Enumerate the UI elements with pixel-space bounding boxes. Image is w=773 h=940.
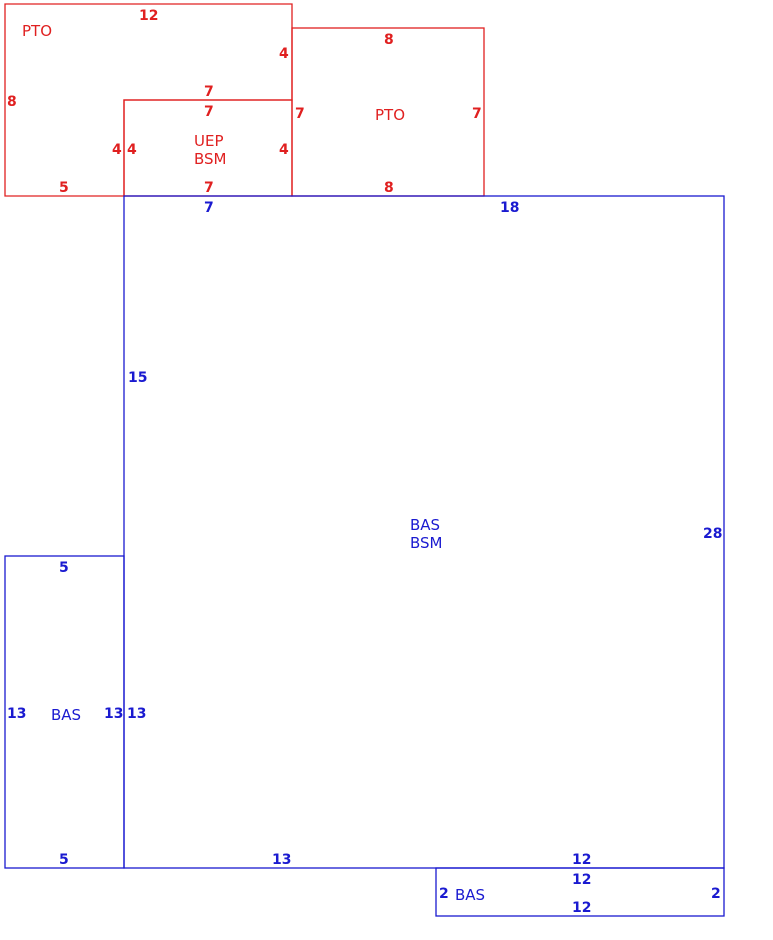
pto-left-top-dimension: 12 xyxy=(139,8,158,24)
pto-right-left-dimension: 7 xyxy=(295,106,305,122)
bas-main-outline xyxy=(123,195,725,869)
pto-left-step-left-dimension: 4 xyxy=(112,142,122,158)
pto-left-left-dimension: 8 xyxy=(7,94,17,110)
bas-bottom-outline xyxy=(435,867,725,917)
bas-main-right-dimension: 28 xyxy=(703,526,722,542)
uep-top-dimension: 7 xyxy=(204,104,214,120)
pto-left-step-top-dimension: 7 xyxy=(204,84,214,100)
bas-main-top-uep-dimension: 7 xyxy=(204,200,214,216)
pto-left-right-dimension: 4 xyxy=(279,46,289,62)
bas-bottom-label: BAS xyxy=(455,886,485,904)
bas-bottom-right-dimension: 2 xyxy=(711,886,721,902)
pto-right-label: PTO xyxy=(375,106,405,124)
bas-main-bottom-left-dimension: 13 xyxy=(272,852,291,868)
bas-left-left-dimension: 13 xyxy=(7,706,26,722)
bas-main-top-dimension: 18 xyxy=(500,200,519,216)
bas-main-bottom-right-dimension: 12 xyxy=(572,852,591,868)
bas-main-label-line-2: BSM xyxy=(410,534,443,552)
pto-right-right-dimension: 7 xyxy=(472,106,482,122)
uep-bottom-dimension: 7 xyxy=(204,180,214,196)
upper-area-group: PTO 12 8 4 5 7 4 UEP BSM 7 4 4 7 PTO 8 7… xyxy=(4,3,485,197)
uep-label-line-1: UEP xyxy=(194,132,224,150)
bas-left-right-dimension: 13 xyxy=(104,706,123,722)
main-area-group: BAS BSM 7 18 15 28 13 12 13 BAS 5 13 13 … xyxy=(4,195,725,917)
pto-left-label: PTO xyxy=(22,22,52,40)
bas-left-top-dimension: 5 xyxy=(59,560,69,576)
pto-right-top-dimension: 8 xyxy=(384,32,394,48)
bas-main-left-lower-dimension: 13 xyxy=(127,706,146,722)
bas-bottom-bottom-dimension: 12 xyxy=(572,900,591,916)
bas-main-label-line-1: BAS xyxy=(410,516,440,534)
uep-label-line-2: BSM xyxy=(194,150,227,168)
bas-left-bottom-dimension: 5 xyxy=(59,852,69,868)
uep-right-dimension: 4 xyxy=(279,142,289,158)
pto-left-bottom-dimension: 5 xyxy=(59,180,69,196)
bas-left-outline xyxy=(4,555,125,869)
bas-bottom-left-dimension: 2 xyxy=(439,886,449,902)
bas-bottom-top-dimension: 12 xyxy=(572,872,591,888)
bas-left-label: BAS xyxy=(51,706,81,724)
pto-right-bottom-dimension: 8 xyxy=(384,180,394,196)
bas-main-left-dimension: 15 xyxy=(128,370,147,386)
uep-left-dimension: 4 xyxy=(127,142,137,158)
